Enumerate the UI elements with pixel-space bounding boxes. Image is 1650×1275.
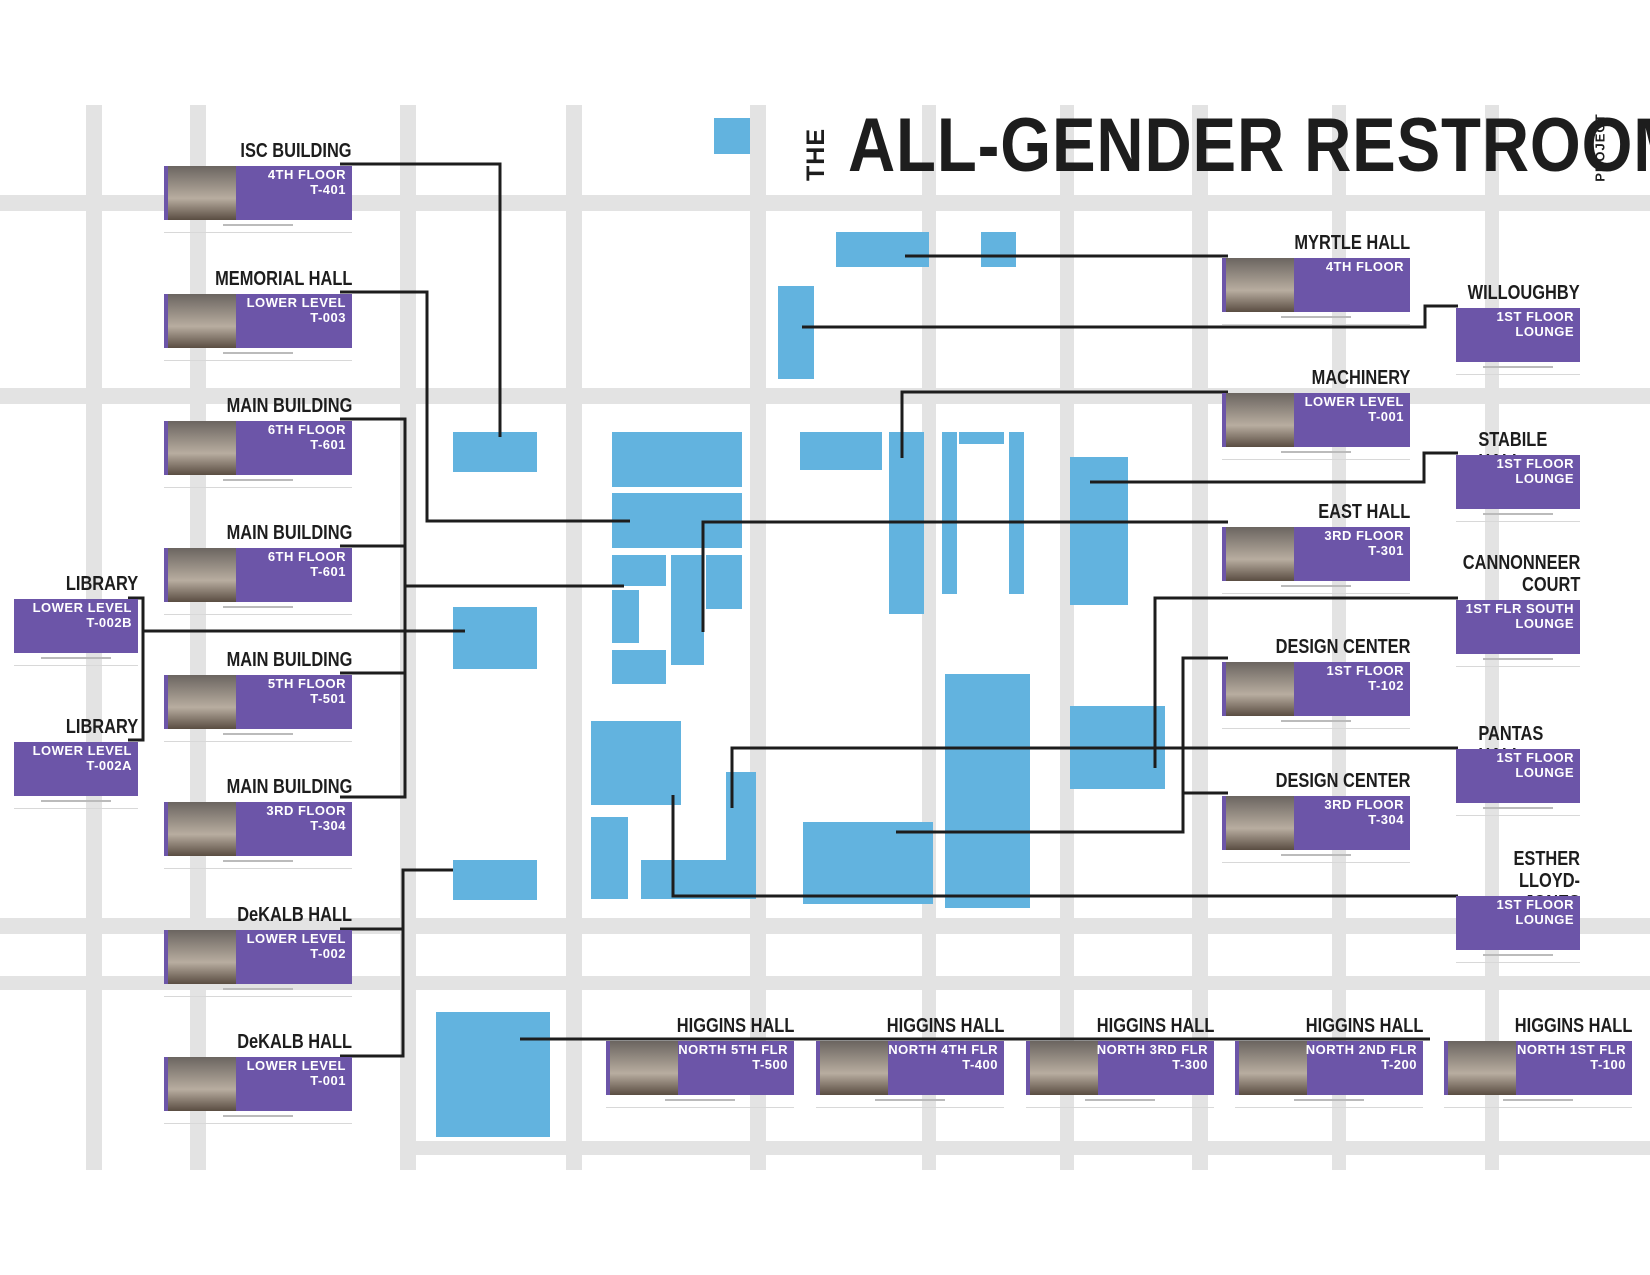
restroom-photo bbox=[168, 166, 236, 220]
restroom-card[interactable]: ISC BUILDING 4TH FLOOR T-401 bbox=[164, 140, 352, 234]
streets bbox=[0, 105, 1650, 1170]
restroom-photo bbox=[820, 1041, 888, 1095]
building-name: LIBRARY bbox=[65, 573, 138, 595]
building-name: DeKALB HALL bbox=[237, 904, 352, 926]
restroom-photo bbox=[610, 1041, 678, 1095]
building-name: MACHINERY bbox=[1311, 367, 1410, 389]
restroom-card[interactable]: HIGGINS HALL NORTH 3RD FLR T-300 bbox=[1026, 1015, 1214, 1109]
restroom-card[interactable]: MAIN BUILDING 5TH FLOOR T-501 bbox=[164, 649, 352, 743]
restroom-photo bbox=[1226, 258, 1294, 312]
restroom-location: 1ST FLOOR T-102 bbox=[1326, 663, 1404, 693]
building-name: MEMORIAL HALL bbox=[214, 268, 352, 290]
restroom-photo bbox=[1226, 662, 1294, 716]
restroom-location: NORTH 5TH FLR T-500 bbox=[678, 1042, 788, 1072]
restroom-location: LOWER LEVEL T-002 bbox=[246, 931, 346, 961]
restroom-location: 6TH FLOOR T-601 bbox=[267, 422, 346, 452]
restroom-location: LOWER LEVEL T-003 bbox=[246, 295, 346, 325]
restroom-card[interactable]: STABILE HALL 1ST FLOOR LOUNGE bbox=[1456, 429, 1580, 523]
restroom-card[interactable]: MYRTLE HALL 4TH FLOOR bbox=[1222, 232, 1410, 326]
building-name: MYRTLE HALL bbox=[1294, 232, 1410, 254]
restroom-location: 1ST FLOOR LOUNGE bbox=[1496, 309, 1574, 339]
restroom-location: NORTH 1ST FLR T-100 bbox=[1516, 1042, 1626, 1072]
restroom-card[interactable]: MAIN BUILDING 6TH FLOOR T-601 bbox=[164, 522, 352, 616]
buildings bbox=[436, 118, 1165, 1137]
building-name: DESIGN CENTER bbox=[1275, 770, 1410, 792]
restroom-card[interactable]: HIGGINS HALL NORTH 1ST FLR T-100 bbox=[1444, 1015, 1632, 1109]
restroom-photo bbox=[1226, 393, 1294, 447]
restroom-location: LOWER LEVEL T-001 bbox=[1304, 394, 1404, 424]
building-name: MAIN BUILDING bbox=[226, 522, 352, 544]
restroom-location: 5TH FLOOR T-501 bbox=[267, 676, 346, 706]
building-name: HIGGINS HALL bbox=[1096, 1015, 1214, 1037]
restroom-card[interactable]: ESTHER LLOYD- JONES HALL 1ST FLOOR LOUNG… bbox=[1456, 848, 1580, 964]
building-name: DeKALB HALL bbox=[237, 1031, 352, 1053]
building-name: LIBRARY bbox=[65, 716, 138, 738]
restroom-location: LOWER LEVEL T-002B bbox=[32, 600, 132, 630]
restroom-location: 4TH FLOOR bbox=[1325, 259, 1404, 274]
restroom-card[interactable]: DESIGN CENTER 3RD FLOOR T-304 bbox=[1222, 770, 1410, 864]
building-name: HIGGINS HALL bbox=[886, 1015, 1004, 1037]
restroom-location: 3RD FLOOR T-304 bbox=[1324, 797, 1404, 827]
restroom-location: NORTH 4TH FLR T-400 bbox=[888, 1042, 998, 1072]
restroom-photo bbox=[1030, 1041, 1098, 1095]
building-name: HIGGINS HALL bbox=[1514, 1015, 1632, 1037]
restroom-photo bbox=[1226, 527, 1294, 581]
restroom-card[interactable]: HIGGINS HALL NORTH 5TH FLR T-500 bbox=[606, 1015, 794, 1109]
restroom-photo bbox=[1239, 1041, 1307, 1095]
building-name: HIGGINS HALL bbox=[1305, 1015, 1423, 1037]
restroom-card[interactable]: MAIN BUILDING 3RD FLOOR T-304 bbox=[164, 776, 352, 870]
restroom-card[interactable]: EAST HALL 3RD FLOOR T-301 bbox=[1222, 501, 1410, 595]
restroom-location: NORTH 2ND FLR T-200 bbox=[1305, 1042, 1417, 1072]
restroom-location: 3RD FLOOR T-301 bbox=[1324, 528, 1404, 558]
building-name: MAIN BUILDING bbox=[226, 776, 352, 798]
restroom-card[interactable]: PANTAS HALL 1ST FLOOR LOUNGE bbox=[1456, 723, 1580, 817]
restroom-card[interactable]: MAIN BUILDING 6TH FLOOR T-601 bbox=[164, 395, 352, 489]
restroom-photo bbox=[168, 675, 236, 729]
restroom-location: 1ST FLR SOUTH LOUNGE bbox=[1465, 601, 1574, 631]
restroom-photo bbox=[1448, 1041, 1516, 1095]
building-name: DESIGN CENTER bbox=[1275, 636, 1410, 658]
restroom-card[interactable]: WILLOUGHBY 1ST FLOOR LOUNGE bbox=[1456, 282, 1580, 376]
restroom-location: 6TH FLOOR T-601 bbox=[267, 549, 346, 579]
connector-lines bbox=[128, 162, 1458, 1058]
restroom-card[interactable]: DeKALB HALL LOWER LEVEL T-001 bbox=[164, 1031, 352, 1125]
restroom-card[interactable]: CANNONNEER COURT 1ST FLR SOUTH LOUNGE bbox=[1456, 552, 1580, 668]
building-name: EAST HALL bbox=[1317, 501, 1410, 523]
restroom-photo bbox=[168, 548, 236, 602]
restroom-card[interactable]: MACHINERY LOWER LEVEL T-001 bbox=[1222, 367, 1410, 461]
restroom-card[interactable]: LIBRARY LOWER LEVEL T-002B bbox=[14, 573, 138, 667]
restroom-card[interactable]: DESIGN CENTER 1ST FLOOR T-102 bbox=[1222, 636, 1410, 730]
restroom-location: 1ST FLOOR LOUNGE bbox=[1496, 750, 1574, 780]
restroom-photo bbox=[168, 930, 236, 984]
restroom-card[interactable]: DeKALB HALL LOWER LEVEL T-002 bbox=[164, 904, 352, 998]
restroom-card[interactable]: HIGGINS HALL NORTH 4TH FLR T-400 bbox=[816, 1015, 1004, 1109]
title-main: ALL-GENDER RESTROOM bbox=[848, 103, 1650, 188]
building-name: HIGGINS HALL bbox=[676, 1015, 794, 1037]
building-name: MAIN BUILDING bbox=[226, 649, 352, 671]
restroom-location: NORTH 3RD FLR T-300 bbox=[1096, 1042, 1208, 1072]
title-project: PROJECT bbox=[1592, 113, 1608, 182]
building-name: WILLOUGHBY bbox=[1467, 282, 1580, 304]
building-name: MAIN BUILDING bbox=[226, 395, 352, 417]
restroom-location: 1ST FLOOR LOUNGE bbox=[1496, 456, 1574, 486]
restroom-card[interactable]: HIGGINS HALL NORTH 2ND FLR T-200 bbox=[1235, 1015, 1423, 1109]
restroom-location: LOWER LEVEL T-002A bbox=[32, 743, 132, 773]
restroom-photo bbox=[168, 802, 236, 856]
restroom-photo bbox=[168, 421, 236, 475]
restroom-location: 3RD FLOOR T-304 bbox=[266, 803, 346, 833]
restroom-photo bbox=[1226, 796, 1294, 850]
restroom-photo bbox=[168, 1057, 236, 1111]
restroom-card[interactable]: MEMORIAL HALL LOWER LEVEL T-003 bbox=[164, 268, 352, 362]
title-the: THE bbox=[802, 128, 830, 181]
restroom-card[interactable]: LIBRARY LOWER LEVEL T-002A bbox=[14, 716, 138, 810]
building-name: CANNONNEER COURT bbox=[1462, 552, 1580, 596]
restroom-location: 1ST FLOOR LOUNGE bbox=[1496, 897, 1574, 927]
building-name: ISC BUILDING bbox=[240, 140, 352, 162]
restroom-photo bbox=[168, 294, 236, 348]
restroom-location: LOWER LEVEL T-001 bbox=[246, 1058, 346, 1088]
restroom-location: 4TH FLOOR T-401 bbox=[267, 167, 346, 197]
